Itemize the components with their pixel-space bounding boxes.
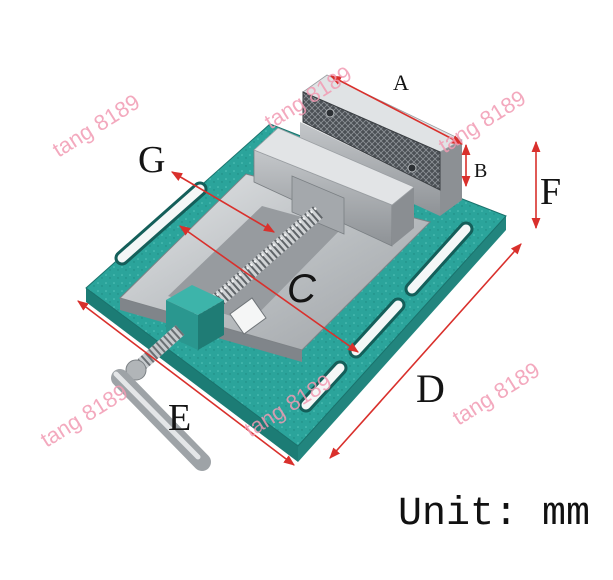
dimension-g-line [171,171,275,233]
dimension-f-label: F [540,171,561,213]
dimension-lines [77,75,541,466]
dimension-a-line [330,75,463,145]
dimension-c-line [179,225,359,353]
jaw-screw-hole [325,108,335,118]
watermark: tang 8189 [36,379,132,452]
dimension-c-label: C [287,267,317,311]
watermark: tang 8189 [448,357,544,430]
dimension-a-label: A [393,70,409,95]
dimension-d-line [329,243,522,459]
jaw-screw-hole [407,163,417,173]
dimension-e-line [77,300,295,466]
dimension-g-label: G [138,139,165,181]
dimension-b-label: B [474,160,487,182]
dimension-e-label: E [168,397,191,439]
dimension-d-label: D [416,366,445,411]
movable-jaw [253,127,415,247]
watermark: tang 8189 [48,89,144,162]
unit-note: Unit: mm [398,492,590,537]
watermark: tang 8189 [434,85,530,158]
dimension-labels: A B F G C D E [138,70,561,439]
